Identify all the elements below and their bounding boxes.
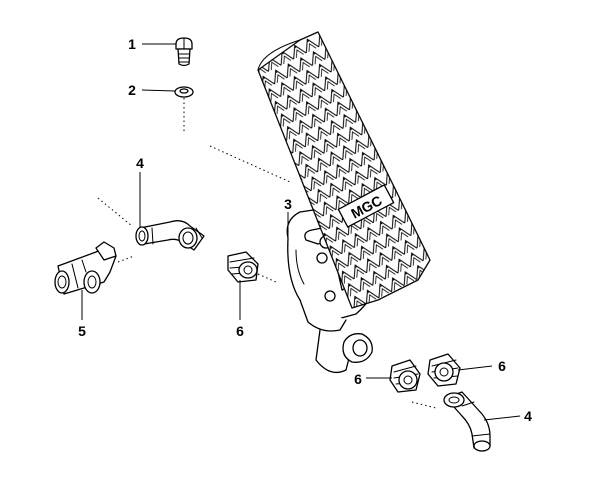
leader-lines [81, 43, 521, 421]
callout-labels: 1 2 3 4 4 5 6 6 6 [78, 36, 532, 424]
part-nipple-middle [389, 359, 421, 393]
callout-4-upper: 4 [136, 155, 144, 171]
callout-1: 1 [128, 36, 136, 52]
callout-5: 5 [78, 323, 86, 339]
callout-6-right: 6 [498, 358, 506, 374]
callout-6-middle: 6 [354, 371, 362, 387]
part-elbow-hose-lower [443, 391, 491, 452]
part-nipple-left [227, 251, 259, 283]
part-tee-connector [54, 241, 117, 295]
part-washer [174, 86, 194, 98]
part-elbow-hose-upper [135, 220, 205, 251]
callout-2: 2 [128, 82, 136, 98]
part-bolt [175, 37, 193, 67]
callout-4-lower: 4 [524, 408, 532, 424]
assembly-axis-lines [97, 98, 437, 409]
callout-3: 3 [284, 196, 292, 212]
part-nipple-right [427, 353, 461, 387]
part-filter-assembly: MGC [257, 31, 431, 374]
callout-6-left: 6 [236, 323, 244, 339]
